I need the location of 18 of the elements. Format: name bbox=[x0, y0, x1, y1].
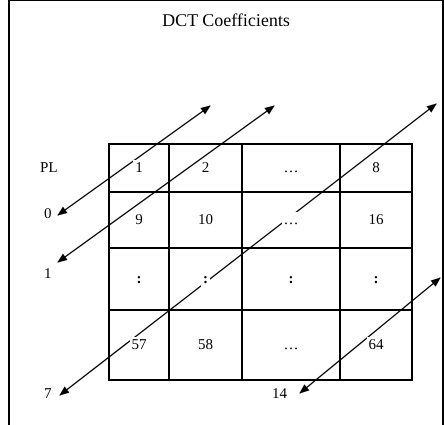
coefficient-index: 58 bbox=[196, 336, 215, 352]
coefficient-index: 10 bbox=[196, 212, 215, 228]
level-number: 0 bbox=[44, 206, 52, 223]
coefficient-index: … bbox=[282, 212, 300, 228]
diagonal-arrow bbox=[57, 105, 275, 263]
coefficient-index: 64 bbox=[366, 336, 386, 352]
level-number: 14 bbox=[272, 386, 287, 403]
coefficient-index: 16 bbox=[366, 212, 386, 228]
coefficient-index: 8 bbox=[370, 160, 382, 176]
diagonal-arrow bbox=[59, 103, 437, 396]
level-number: 1 bbox=[44, 266, 52, 283]
axis-label: PL bbox=[40, 160, 58, 177]
diagram-title: DCT Coefficients bbox=[161, 10, 291, 31]
coefficient-index: 9 bbox=[133, 212, 145, 228]
level-number: 7 bbox=[44, 386, 52, 403]
coefficient-index: 57 bbox=[130, 336, 148, 352]
diagonal-arrow bbox=[299, 277, 441, 394]
diagonal-arrow bbox=[57, 105, 211, 216]
